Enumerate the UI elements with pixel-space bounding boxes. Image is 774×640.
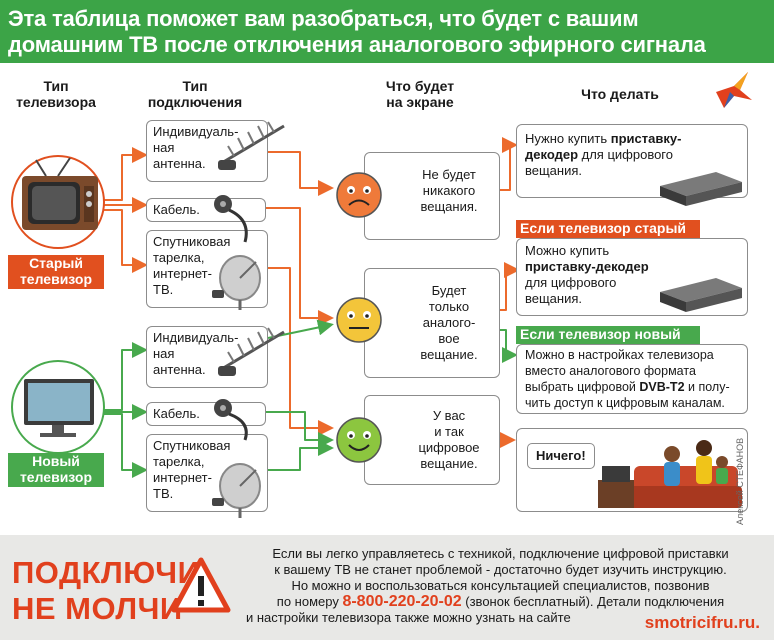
header-title-line1: Эта таблица поможет вам разобраться, что… xyxy=(8,6,639,31)
warning-triangle-icon xyxy=(171,557,231,613)
header-banner: Эта таблица поможет вам разобраться, что… xyxy=(0,0,774,63)
illustrator-credit: Алексей СТЕФАНОВ xyxy=(735,437,745,525)
satellite-dish-icon xyxy=(212,463,261,518)
new-tv-illustration xyxy=(11,360,105,454)
connection-old-cable: Кабель. xyxy=(146,198,266,222)
old-tv-illustration xyxy=(11,155,105,249)
decoder-box-icon xyxy=(660,172,742,206)
bird-logo-icon xyxy=(716,72,752,108)
happy-face-icon xyxy=(336,417,382,463)
sad-face-icon xyxy=(336,172,382,218)
antenna-icon xyxy=(218,121,285,170)
action-buy-decoder: Нужно купить приставку- декодер для цифр… xyxy=(516,124,748,198)
cable-icon xyxy=(214,399,248,441)
family-on-sofa-illustration xyxy=(598,440,742,508)
satellite-dish-icon xyxy=(212,255,261,310)
decoder-box-icon xyxy=(660,278,742,312)
cable-icon xyxy=(214,195,248,243)
tag-if-new-tv: Если телевизор новый xyxy=(516,326,700,344)
antenna-icon xyxy=(218,327,285,376)
tag-if-old-tv: Если телевизор старый xyxy=(516,220,700,238)
header-title-line2: домашним ТВ после отключения аналогового… xyxy=(8,32,706,57)
footer-panel xyxy=(0,535,774,640)
column-heading-action: Что делать xyxy=(581,86,659,102)
connection-new-cable: Кабель. xyxy=(146,402,266,426)
action-if-new: Можно в настройках телевизора вместо ана… xyxy=(516,344,748,414)
hotline-phone: 8-800-220-20-02 xyxy=(342,593,462,610)
slogan-line2: НЕ МОЛЧИ xyxy=(12,591,183,626)
footer-info-text: Если вы легко управляетесь с техникой, п… xyxy=(246,546,729,625)
website-link[interactable]: smotricifru.ru. xyxy=(644,613,760,632)
slogan-line1: ПОДКЛЮЧИ, xyxy=(12,555,210,590)
nothing-label: Ничего! xyxy=(527,443,595,469)
neutral-face-icon xyxy=(336,297,382,343)
